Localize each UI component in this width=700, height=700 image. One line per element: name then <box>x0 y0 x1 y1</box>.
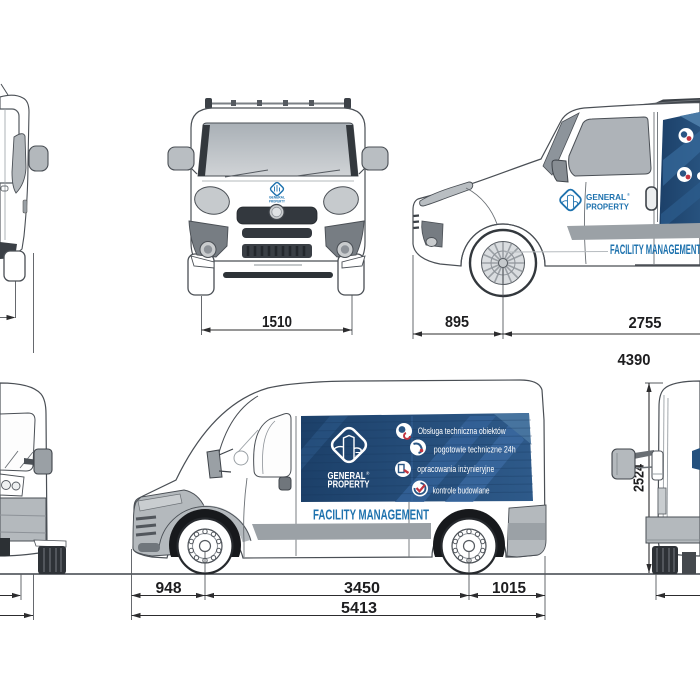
svg-text:®: ® <box>366 470 370 476</box>
svg-text:PROPERTY: PROPERTY <box>269 200 285 204</box>
svg-text:PROPERTY: PROPERTY <box>586 203 630 212</box>
svg-text:pogotowie techniczne 24h: pogotowie techniczne 24h <box>434 445 516 456</box>
svg-text:GENERAL: GENERAL <box>328 471 366 482</box>
svg-text:opracowania inżynieryjne: opracowania inżynieryjne <box>417 464 494 475</box>
svg-text:PROPERTY: PROPERTY <box>328 480 370 491</box>
svg-text:2755: 2755 <box>629 315 662 332</box>
svg-text:FACILITY MANAGEMENT: FACILITY MANAGEMENT <box>610 241 700 257</box>
svg-text:FACILITY MANAGEMENT: FACILITY MANAGEMENT <box>313 507 429 524</box>
svg-text:895: 895 <box>445 314 469 331</box>
svg-text:1510: 1510 <box>262 314 292 331</box>
svg-text:5413: 5413 <box>341 600 377 617</box>
svg-text:4390: 4390 <box>618 352 651 369</box>
svg-text:GENERAL: GENERAL <box>269 196 286 200</box>
svg-text:GENERAL: GENERAL <box>586 193 626 202</box>
svg-text:Obsługa techniczna obiektów: Obsługa techniczna obiektów <box>418 426 506 437</box>
svg-text:kontrole budowlane: kontrole budowlane <box>433 486 490 497</box>
svg-text:®: ® <box>627 192 630 197</box>
svg-text:3450: 3450 <box>344 580 380 597</box>
svg-text:1015: 1015 <box>492 580 526 597</box>
svg-text:948: 948 <box>156 580 182 597</box>
